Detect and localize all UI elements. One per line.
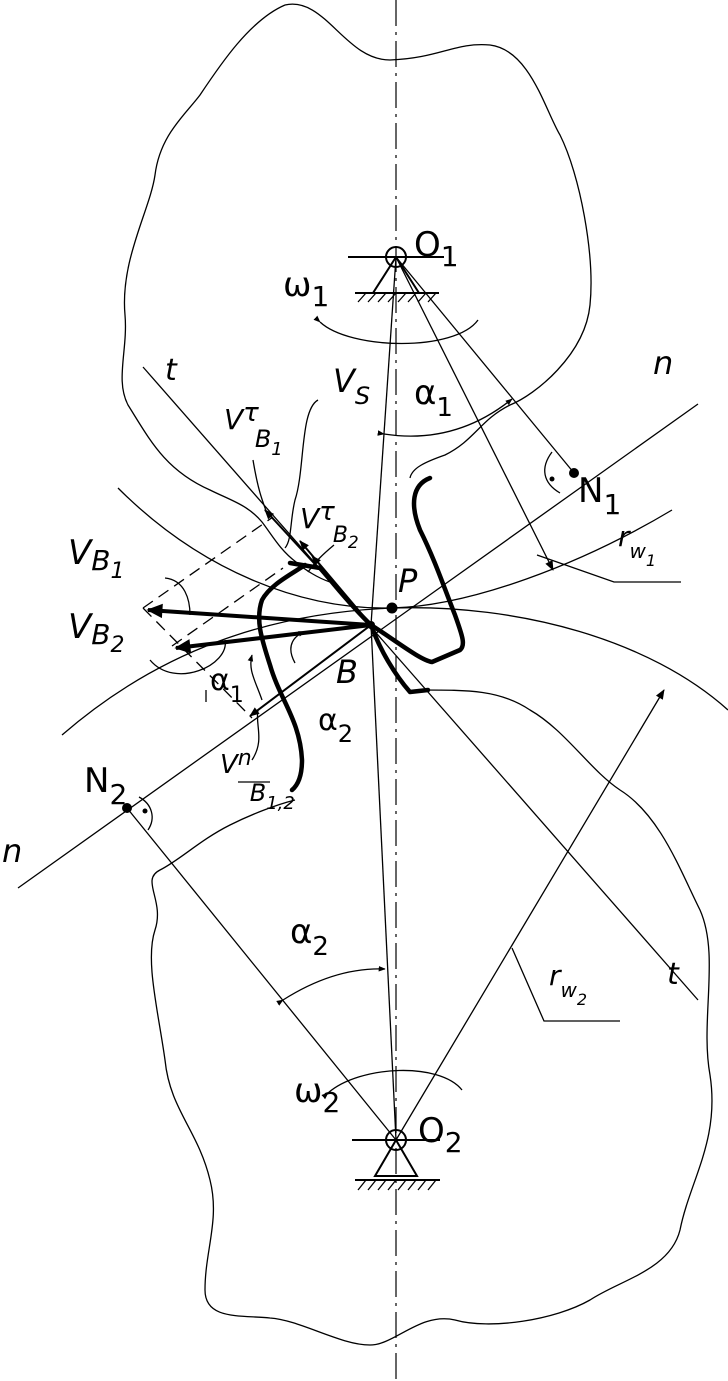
right-angle-dot-N1 (549, 476, 555, 482)
label-t-bottom: t (667, 957, 680, 992)
label-alpha2-bottom: α2 (290, 912, 329, 962)
tooth-profile-2 (256, 562, 431, 793)
label-n-top: n (653, 344, 673, 382)
point-P (386, 602, 398, 614)
label-rw1: rw1 (618, 520, 656, 570)
label-omega2: ω2 (294, 1071, 340, 1119)
label-N2: N2 (84, 761, 127, 811)
point-B (367, 621, 375, 629)
wheel-2-outline (150, 689, 713, 1346)
right-angle-mark-N2 (138, 796, 153, 831)
angle-arc-alpha1 (377, 398, 513, 437)
pivot-O2 (352, 1129, 440, 1191)
parallelogram-edge-2 (142, 607, 253, 719)
label-n-bottom: n (2, 832, 22, 870)
vector-VB2 (174, 623, 372, 654)
vn-leader (251, 709, 260, 761)
line-O2-B (370, 624, 397, 1141)
vb2-leader (149, 639, 226, 675)
angle-arc-alpha2-mid (290, 631, 306, 664)
angle-arc-alpha1-mid (247, 654, 263, 701)
rw1-leader (536, 554, 681, 583)
parallelogram-edge-1 (142, 516, 274, 609)
label-alpha2-mid: α2 (318, 703, 353, 748)
label-B: B (336, 653, 358, 691)
label-O1: O1 (414, 225, 459, 273)
label-VS: VS (333, 362, 370, 410)
radius-rw2 (395, 689, 665, 1141)
line-O2-N2 (126, 807, 397, 1141)
vector-Vn-B12 (249, 624, 372, 717)
label-O2: O2 (418, 1111, 463, 1159)
line-O1-B (370, 256, 397, 626)
label-N1: N1 (578, 471, 621, 521)
label-rw2: rw2 (549, 959, 587, 1009)
label-VB2: VB2 (68, 607, 124, 658)
tooth-profile-1 (287, 475, 466, 665)
line-O1-N1 (395, 256, 575, 474)
right-angle-dot-N2 (142, 808, 148, 814)
omega2-arc (321, 1069, 463, 1100)
label-t-top: t (165, 353, 178, 388)
pivot-O1 (348, 246, 444, 303)
label-P: P (398, 562, 418, 600)
label-alpha1-top: α1 (414, 373, 453, 423)
label-VB1: VB1 (68, 533, 124, 584)
rw2-leader (511, 947, 620, 1022)
right-angle-mark-N1 (544, 451, 561, 494)
omega1-arc (313, 315, 479, 345)
label-alpha1-mid: α1 (210, 663, 244, 708)
parallelogram-edge-3 (171, 567, 284, 647)
point-N2 (122, 803, 132, 813)
label-omega1: ω1 (283, 265, 329, 313)
angle-arc-alpha2 (276, 965, 386, 1006)
point-N1 (569, 468, 579, 478)
common-tangent-t (142, 366, 699, 1001)
